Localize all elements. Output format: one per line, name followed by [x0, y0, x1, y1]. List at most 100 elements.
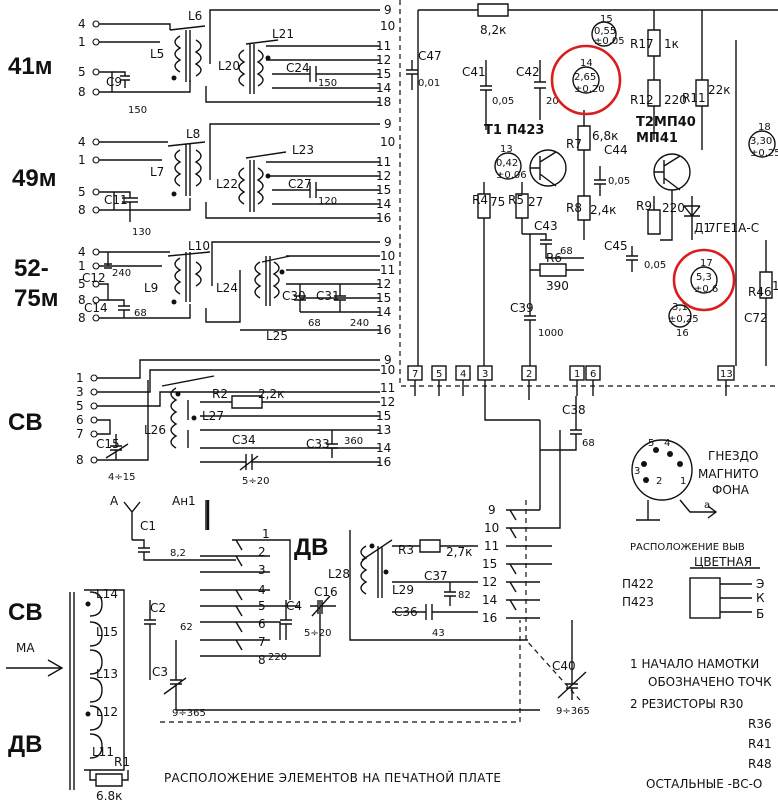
svg-text:0,55: 0,55	[594, 26, 616, 37]
svg-text:15: 15	[376, 409, 391, 423]
svg-text:11: 11	[484, 539, 499, 553]
highlight-circle-tp17	[672, 248, 736, 312]
svg-text:R8: R8	[566, 201, 582, 215]
svg-text:2,4к: 2,4к	[590, 203, 616, 217]
svg-text:C15: C15	[96, 437, 120, 451]
svg-text:27: 27	[528, 195, 543, 209]
svg-text:3: 3	[76, 385, 84, 399]
svg-text:10: 10	[380, 135, 395, 149]
svg-text:220: 220	[662, 201, 685, 215]
svg-text:16: 16	[482, 611, 497, 625]
svg-text:7ГЕ1А-С: 7ГЕ1А-С	[708, 221, 759, 235]
svg-text:8: 8	[78, 311, 86, 325]
svg-text:РАСПОЛОЖЕНИЕ ВЫВ: РАСПОЛОЖЕНИЕ ВЫВ	[630, 542, 745, 553]
block-52-75m: 4 1 5 8 8 C12 240 C14 68 L10 L9 L24 L25 …	[78, 235, 395, 343]
svg-text:62: 62	[180, 622, 193, 633]
svg-text:5÷20: 5÷20	[242, 476, 269, 487]
svg-text:2: 2	[526, 369, 532, 380]
svg-text:8: 8	[258, 653, 266, 667]
svg-text:C12: C12	[82, 271, 106, 285]
svg-text:5: 5	[78, 185, 86, 199]
svg-text:R4: R4	[472, 193, 488, 207]
svg-text:1к: 1к	[664, 37, 679, 51]
svg-text:5÷20: 5÷20	[304, 628, 331, 639]
svg-text:11: 11	[380, 381, 395, 395]
block-sv: 1 3 5 6 7 8 C15 4÷15 L26 L27 R2 2,2к C33…	[76, 353, 395, 487]
svg-text:L5: L5	[150, 47, 164, 61]
svg-text:0,05: 0,05	[492, 96, 514, 107]
ma-arrow-icon	[6, 659, 64, 677]
svg-text:8,2: 8,2	[170, 548, 186, 559]
svg-text:L12: L12	[96, 705, 118, 719]
svg-text:Б: Б	[756, 607, 764, 621]
svg-text:C11: C11	[104, 193, 128, 207]
svg-text:±0,25: ±0,25	[668, 314, 699, 325]
svg-text:Т2МП40: Т2МП40	[636, 115, 696, 130]
svg-text:8,2к: 8,2к	[480, 23, 506, 37]
svg-text:L9: L9	[144, 281, 158, 295]
band-label-75m: 75м	[14, 285, 58, 312]
svg-text:П423: П423	[622, 595, 654, 609]
svg-text:15: 15	[600, 14, 613, 25]
svg-text:L15: L15	[96, 625, 118, 639]
svg-text:6: 6	[590, 369, 596, 380]
svg-text:14: 14	[482, 593, 497, 607]
svg-text:5: 5	[258, 599, 266, 613]
svg-text:2,2к: 2,2к	[258, 387, 284, 401]
svg-text:а: а	[704, 500, 710, 511]
svg-text:R1: R1	[114, 755, 130, 769]
svg-text:C37: C37	[424, 569, 448, 583]
svg-text:2 РЕЗИСТОРЫ R30: 2 РЕЗИСТОРЫ R30	[630, 697, 743, 711]
svg-text:43: 43	[432, 628, 445, 639]
svg-text:6,8к: 6,8к	[592, 129, 618, 143]
svg-text:18: 18	[376, 95, 391, 109]
svg-text:6: 6	[76, 413, 84, 427]
svg-text:1: 1	[76, 371, 84, 385]
svg-text:C47: C47	[418, 49, 442, 63]
svg-text:5,3: 5,3	[696, 272, 712, 283]
svg-text:15: 15	[376, 183, 391, 197]
svg-text:14: 14	[376, 197, 391, 211]
svg-text:C2: C2	[150, 601, 166, 615]
band-label-52: 52-	[14, 255, 49, 282]
svg-text:К: К	[756, 591, 765, 605]
svg-text:3,1: 3,1	[672, 302, 688, 313]
svg-text:16: 16	[676, 328, 689, 339]
svg-text:L7: L7	[150, 165, 164, 179]
svg-text:8: 8	[78, 203, 86, 217]
svg-text:2: 2	[258, 545, 266, 559]
svg-text:C41: C41	[462, 65, 486, 79]
svg-text:6,8к: 6,8к	[96, 789, 122, 800]
svg-text:Д1: Д1	[694, 221, 711, 235]
pcb-connectors: 7 5 4 3 2 1 6 13	[407, 365, 735, 421]
svg-text:C44: C44	[604, 143, 628, 157]
input-section: А Ан1 C1 8,2 L14 L15 L13 L12 L11 R1 6,8к…	[69, 494, 540, 800]
svg-text:L8: L8	[186, 127, 200, 141]
svg-text:C27: C27	[288, 177, 312, 191]
svg-text:L25: L25	[266, 329, 288, 343]
svg-text:1: 1	[262, 527, 270, 541]
svg-text:C39: C39	[510, 301, 534, 315]
svg-text:12: 12	[376, 277, 391, 291]
svg-text:C43: C43	[534, 219, 558, 233]
svg-text:2,65: 2,65	[574, 72, 596, 83]
svg-text:11: 11	[376, 39, 391, 53]
svg-text:R7: R7	[566, 137, 582, 151]
svg-text:C4: C4	[286, 599, 302, 613]
band-label-49m: 49м	[12, 165, 56, 192]
svg-text:18: 18	[758, 122, 771, 133]
svg-text:3: 3	[482, 369, 488, 380]
svg-text:9: 9	[384, 3, 392, 17]
svg-text:L22: L22	[216, 177, 238, 191]
svg-text:7: 7	[258, 635, 266, 649]
svg-text:R5: R5	[508, 193, 524, 207]
svg-text:А: А	[110, 494, 119, 508]
svg-text:150: 150	[128, 105, 147, 116]
notes: 1 НАЧАЛО НАМОТКИ ОБОЗНАЧЕНО ТОЧК 2 РЕЗИС…	[630, 657, 772, 791]
svg-text:120: 120	[318, 196, 337, 207]
svg-text:Т1 П423: Т1 П423	[484, 123, 544, 138]
svg-text:68: 68	[308, 318, 321, 329]
svg-text:R41: R41	[748, 737, 772, 751]
svg-text:R12: R12	[630, 93, 654, 107]
svg-text:8: 8	[78, 293, 86, 307]
